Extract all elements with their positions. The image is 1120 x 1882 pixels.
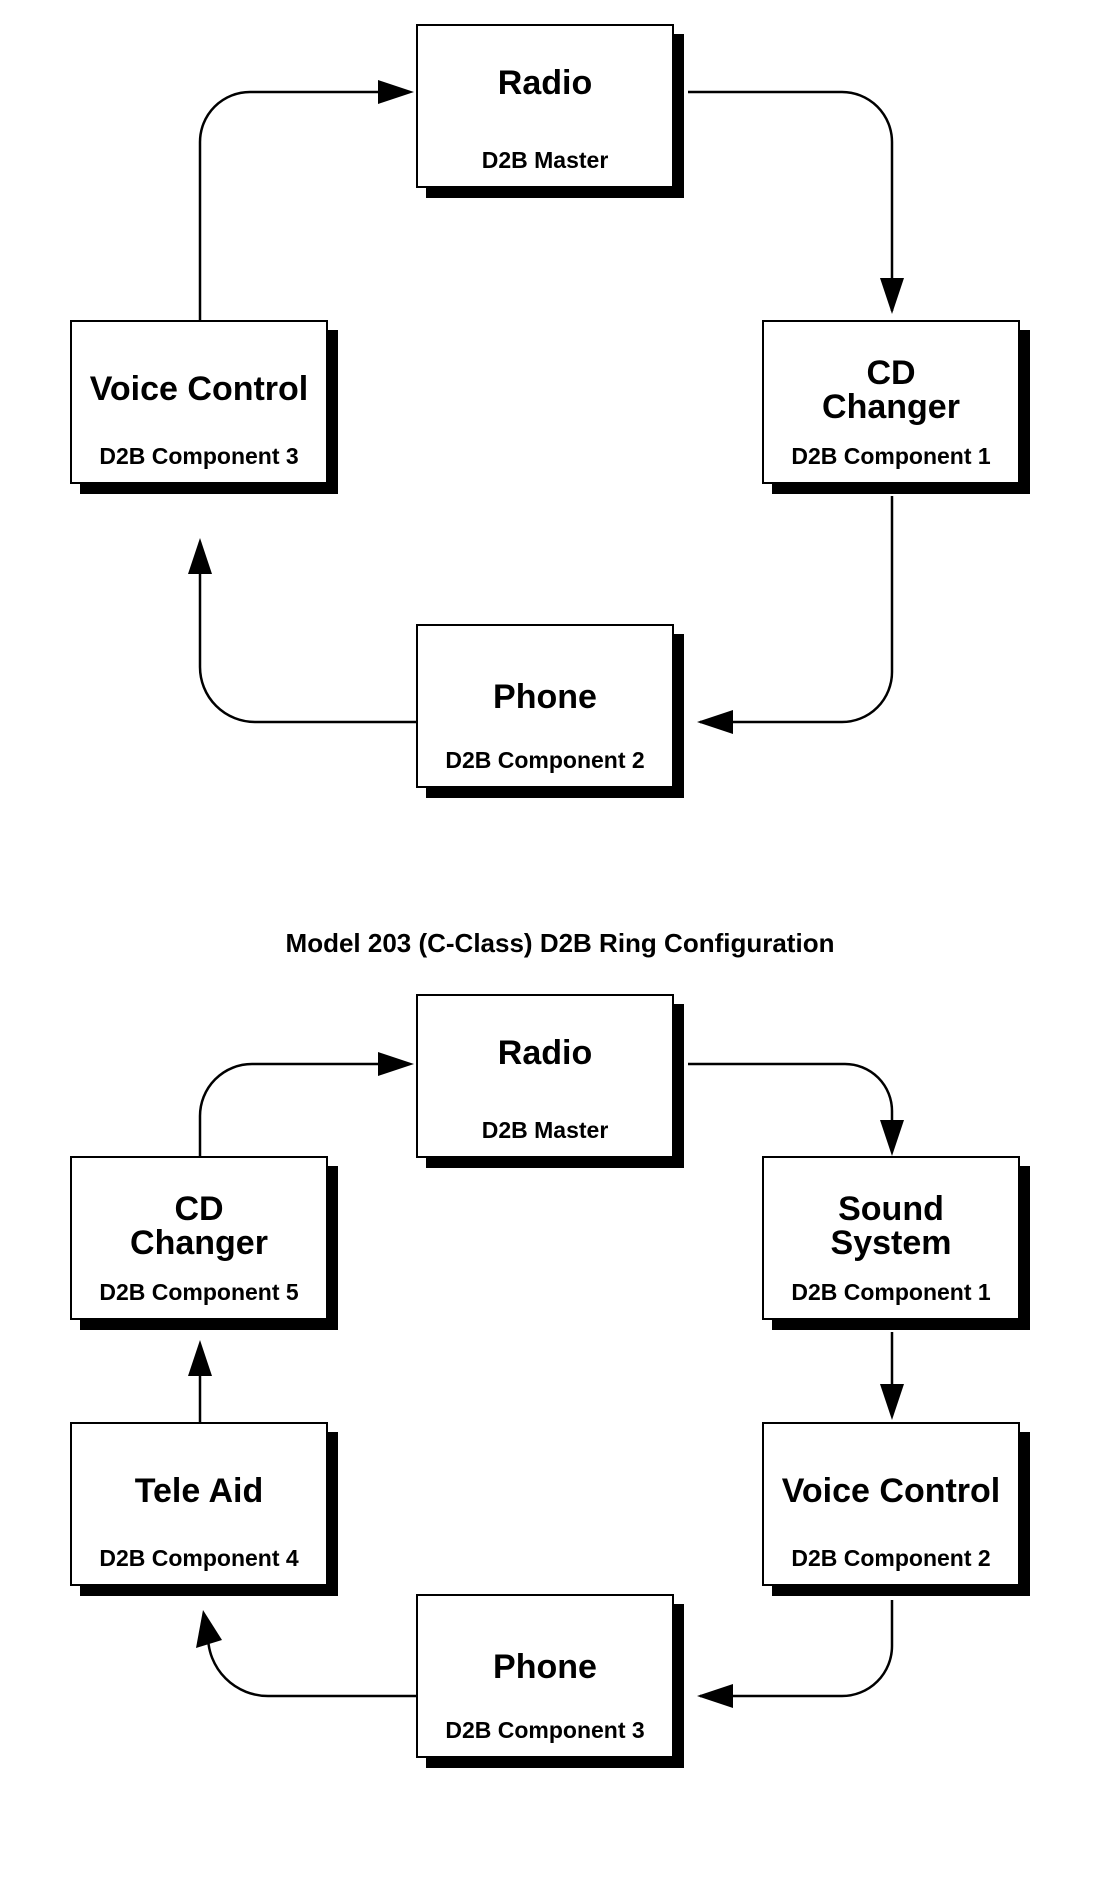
node-title: Phone [493, 678, 597, 716]
connector-radio-to-cd-changer [688, 90, 894, 311]
node-phone: Phone D2B Component 2 [416, 624, 674, 788]
connector-radio-to-sound-system [688, 1062, 894, 1150]
node-radio-master: Radio D2B Master [416, 994, 674, 1158]
node-cd-changer: CD Changer D2B Component 5 [70, 1156, 328, 1320]
arrow-phone-to-voice-control [188, 538, 212, 574]
node-title: Radio [497, 1034, 593, 1072]
ring-title: Model 203 (C-Class) D2B Ring Configurati… [285, 928, 835, 958]
connector-cd-changer-to-phone [700, 496, 894, 724]
arrow-tele-aid-to-cd-changer [188, 1340, 212, 1376]
arrow-phone-to-tele-aid [196, 1610, 222, 1648]
connector-voice-control-to-phone [700, 1600, 894, 1698]
node-title: Voice Control [89, 370, 309, 408]
node-title: Phone [493, 1648, 597, 1686]
node-subtitle: D2B Component 1 [791, 1279, 991, 1305]
node-voice-control: Voice Control D2B Component 3 [70, 320, 328, 484]
node-subtitle: D2B Component 3 [99, 443, 299, 469]
node-title: Tele Aid [134, 1472, 264, 1510]
node-title: Voice Control [781, 1472, 1001, 1510]
node-subtitle: D2B Component 5 [99, 1279, 299, 1305]
node-subtitle: D2B Master [481, 1117, 609, 1143]
arrow-cd-changer-to-radio [378, 1052, 414, 1076]
arrow-voice-control-to-radio [378, 80, 414, 104]
arrow-radio-to-sound-system [880, 1120, 904, 1156]
node-title: Sound System [830, 1190, 952, 1262]
arrow-voice-control-to-phone [697, 1684, 733, 1708]
node-radio-master: Radio D2B Master [416, 24, 674, 188]
connector-voice-control-to-radio [198, 90, 410, 320]
node-title: CD Changer [822, 354, 960, 426]
node-subtitle: D2B Component 2 [791, 1545, 991, 1571]
arrow-cd-changer-to-phone [697, 710, 733, 734]
connector-phone-to-tele-aid [206, 1635, 416, 1698]
connector-cd-changer-to-radio [198, 1062, 410, 1158]
node-subtitle: D2B Component 4 [99, 1545, 299, 1571]
arrow-sound-system-to-voice-control [880, 1384, 904, 1420]
node-tele-aid: Tele Aid D2B Component 4 [70, 1422, 328, 1586]
node-cd-changer: CD Changer D2B Component 1 [762, 320, 1020, 484]
node-subtitle: D2B Component 3 [445, 1717, 645, 1743]
node-title: CD Changer [130, 1190, 268, 1262]
node-title: Radio [497, 64, 593, 102]
node-voice-control: Voice Control D2B Component 2 [762, 1422, 1020, 1586]
node-subtitle: D2B Component 2 [445, 747, 645, 773]
node-subtitle: D2B Component 1 [791, 443, 991, 469]
connector-phone-to-voice-control [198, 542, 416, 724]
node-subtitle: D2B Master [481, 147, 609, 173]
arrow-radio-to-cd-changer [880, 278, 904, 314]
node-sound-system: Sound System D2B Component 1 [762, 1156, 1020, 1320]
node-phone: Phone D2B Component 3 [416, 1594, 674, 1758]
